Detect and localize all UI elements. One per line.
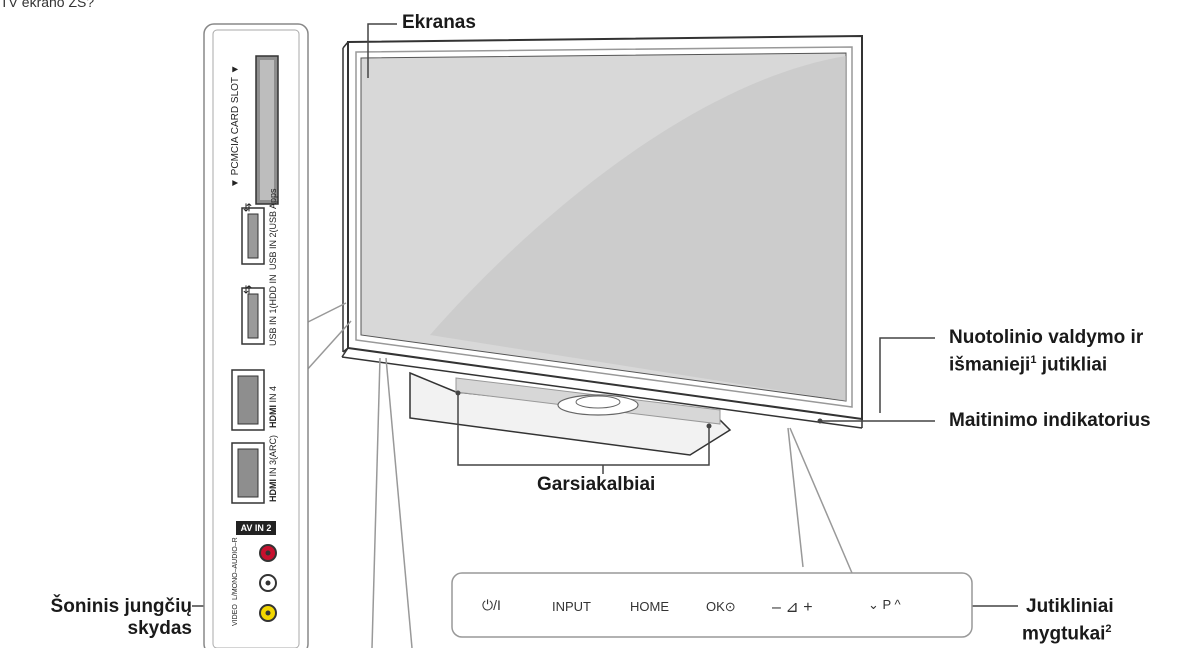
pcmcia-label: ▼ PCMCIA CARD SLOT ▼ — [230, 64, 241, 188]
program-buttons[interactable]: ⌄ P ^ — [868, 597, 901, 612]
usb-icon: ⇆ — [242, 202, 254, 212]
usb1-label: USB IN 1(HDD IN — [268, 274, 278, 346]
ok-button[interactable]: OK⊙ — [706, 599, 736, 614]
callout-speakers: Garsiakalbiai — [537, 474, 656, 495]
usb2-label: USB IN 2(USB Apps — [268, 188, 278, 270]
callout-power-indicator: Maitinimo indikatorius — [949, 410, 1151, 431]
av-in-label: AV IN 2 — [240, 523, 272, 533]
hdmi3-label: HDMI IN 3(ARC) — [268, 434, 278, 502]
corner-text: TV ekrano ZS? — [0, 0, 95, 10]
callout-side-panel: Šoninis jungčių skydas — [50, 596, 192, 639]
screen-glare — [430, 56, 846, 401]
home-button[interactable]: HOME — [630, 599, 669, 614]
usb-icon: ⇆ — [242, 284, 254, 294]
callout-screen: Ekranas — [402, 12, 476, 33]
callout-touch-buttons: Jutikliniai mygtukai2 — [1022, 596, 1114, 645]
tv-screen-outer — [355, 46, 853, 408]
power-button[interactable]: ⏻/I — [482, 597, 501, 613]
input-button[interactable]: INPUT — [552, 599, 591, 614]
touch-button-bar — [451, 572, 973, 638]
callout-remote-sensor: Nuotolinio valdymo ir išmanieji1 jutikli… — [949, 327, 1144, 376]
volume-buttons[interactable]: – ⊿ + — [772, 599, 813, 616]
video-label: VIDEO — [232, 604, 239, 626]
hdmi4-label: HDMI IN 4 — [268, 385, 278, 428]
av-in-badge — [236, 521, 276, 535]
audio-label: L/MONO–AUDIO–R — [232, 537, 239, 600]
